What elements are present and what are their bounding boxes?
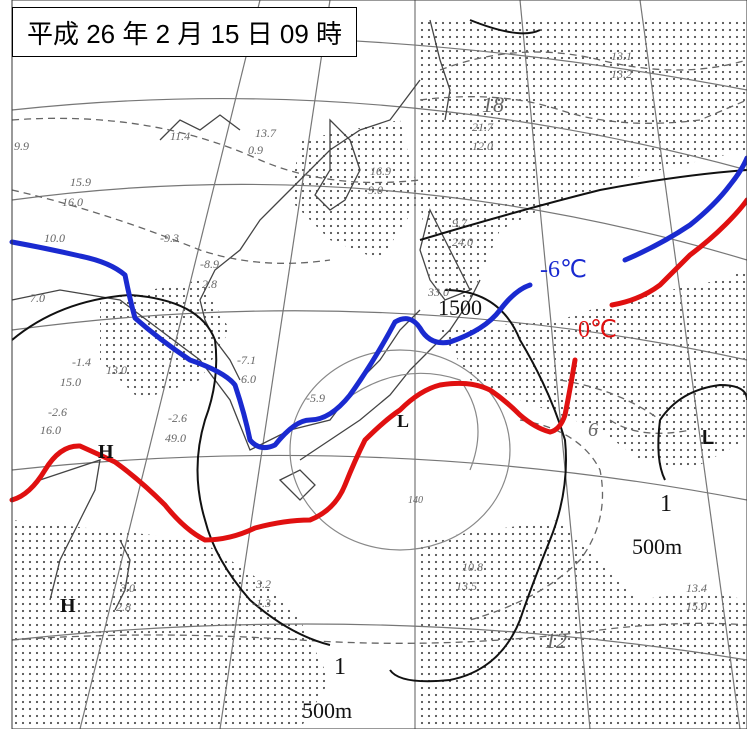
trough-lines bbox=[289, 349, 511, 551]
low-pressure-label-east: L bbox=[702, 427, 715, 449]
isopleth-6-label: 6 bbox=[588, 419, 598, 441]
high-pressure-label-southwest: H bbox=[60, 595, 76, 617]
isotherm-minus6-line bbox=[9, 239, 533, 451]
isotherm-0-line-east bbox=[609, 197, 747, 308]
station-value: 6.0 bbox=[241, 372, 256, 386]
isotherm-0-label: 0℃ bbox=[578, 317, 617, 343]
station-value: 13.4 bbox=[686, 581, 707, 595]
coastlines bbox=[11, 19, 481, 611]
station-value: 16.0 bbox=[62, 195, 83, 209]
station-value: 15.9 bbox=[70, 175, 91, 189]
station-value: -5.9 bbox=[306, 391, 325, 405]
map-frame bbox=[11, 0, 747, 729]
station-value: 13.0 bbox=[106, 363, 127, 377]
station-value: 13.5 bbox=[456, 579, 477, 593]
station-value: 9.0 bbox=[368, 183, 383, 197]
station-value: -2.6 bbox=[168, 411, 187, 425]
height-east-500m-label: 500m bbox=[632, 534, 683, 559]
station-value: 7.0 bbox=[30, 291, 45, 305]
observation-time-title: 平成 26 年 2 月 15 日 09 時 bbox=[12, 7, 358, 57]
station-value: 15.0 bbox=[686, 599, 707, 613]
height-east-1-label: 1 bbox=[660, 491, 672, 517]
station-value: -1.3 bbox=[252, 596, 271, 610]
station-value: 2.8 bbox=[116, 600, 131, 614]
station-value: 13.7 bbox=[255, 126, 276, 140]
station-value: 13.1 bbox=[611, 49, 632, 63]
station-value: 9.9 bbox=[14, 139, 29, 153]
station-value: 3.2 bbox=[256, 577, 271, 591]
isopleth-12-label: 12 bbox=[545, 628, 567, 653]
isotherm-0-line bbox=[9, 357, 578, 543]
station-value: 24.0 bbox=[452, 235, 473, 249]
station-value: 15.0 bbox=[60, 375, 81, 389]
station-value: 49.0 bbox=[165, 431, 186, 445]
station-value: 10.0 bbox=[44, 231, 65, 245]
stipple-areas bbox=[12, 20, 747, 729]
station-value: -1.4 bbox=[72, 355, 91, 369]
station-value: -8.9 bbox=[200, 257, 219, 271]
height-1500-label: 1500 bbox=[438, 295, 482, 320]
station-value: -2.6 bbox=[48, 405, 67, 419]
height-south-1-label: 1 bbox=[334, 654, 346, 680]
station-value: -7.1 bbox=[237, 353, 256, 367]
station-value: 21.7 bbox=[472, 120, 493, 134]
isotherm-minus6-line-east bbox=[622, 155, 747, 263]
station-value: 16.9 bbox=[370, 164, 391, 178]
station-value: 2.8 bbox=[202, 277, 217, 291]
isotherm-minus6-label: -6℃ bbox=[540, 257, 587, 283]
station-value: 13.2 bbox=[611, 67, 632, 81]
station-value: 140 bbox=[408, 495, 423, 506]
height-contours bbox=[11, 19, 747, 683]
height-south-500m-label: 500m bbox=[302, 698, 353, 723]
station-value: 11.4 bbox=[170, 129, 191, 143]
station-value: 9.7 bbox=[452, 216, 467, 230]
station-value: 16.0 bbox=[40, 423, 61, 437]
station-value: -9.3 bbox=[160, 231, 179, 245]
low-pressure-label: L bbox=[397, 411, 410, 431]
station-value: 10.8 bbox=[462, 560, 483, 574]
station-value: 0.9 bbox=[248, 143, 263, 157]
station-value: 33.0 bbox=[428, 285, 449, 299]
station-value: 12.0 bbox=[472, 139, 493, 153]
isopleth-18-label: 18 bbox=[482, 92, 504, 117]
dashed-isopleths bbox=[11, 51, 747, 644]
station-value: 3.0 bbox=[120, 581, 135, 595]
high-pressure-label: H bbox=[98, 441, 114, 463]
